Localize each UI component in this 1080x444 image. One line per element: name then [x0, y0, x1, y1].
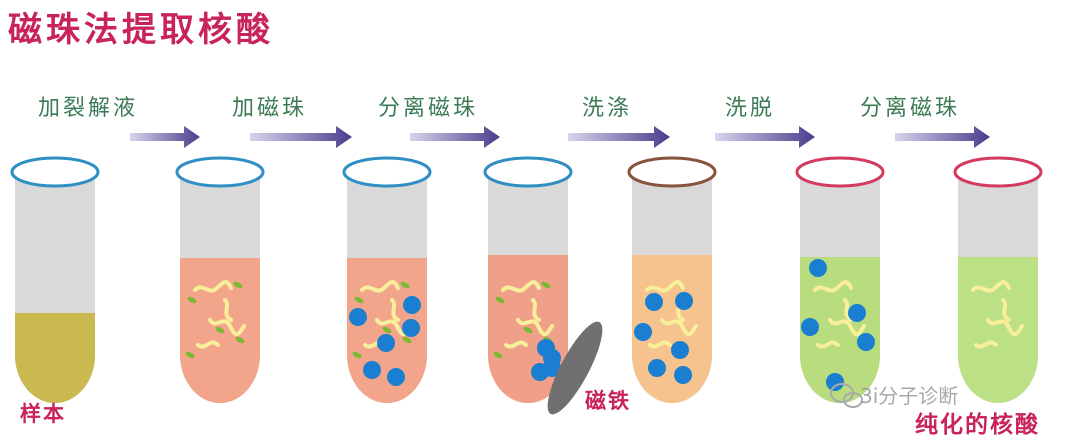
nucleic-acid-strand — [501, 280, 541, 293]
magnetic-bead — [363, 361, 381, 379]
cell-debris — [233, 281, 243, 289]
nucleic-acid-strand — [193, 280, 233, 293]
cell-debris — [400, 281, 410, 289]
nucleic-acid-strand — [843, 298, 853, 322]
magnet-icon — [547, 321, 603, 415]
nucleic-acid-strand — [986, 318, 1024, 337]
cell-debris — [354, 296, 364, 304]
arrow-icon — [568, 126, 670, 148]
step-label-add-beads: 加磁珠 — [232, 96, 308, 121]
cell-debris — [352, 351, 362, 359]
step-label-separate: 分离磁珠 — [378, 96, 479, 121]
magnetic-bead — [634, 323, 652, 341]
cell-debris — [493, 351, 503, 359]
magnetic-bead — [675, 292, 693, 310]
nucleic-acid-strand — [196, 340, 220, 349]
magnetic-bead — [674, 366, 692, 384]
label-magnet: 磁铁 — [585, 389, 631, 413]
arrow-icon — [895, 126, 990, 148]
arrow-icon — [130, 126, 200, 148]
nucleic-acid-strand — [360, 280, 400, 293]
magnetic-bead — [848, 304, 866, 322]
tube-rim — [483, 156, 573, 188]
magnetic-bead — [648, 359, 666, 377]
magnetic-bead — [387, 368, 405, 386]
watermark: 3i分子诊断 — [860, 384, 959, 408]
nucleic-acid-strand — [816, 340, 840, 349]
magnetic-bead — [349, 308, 367, 326]
magnetic-bead — [801, 318, 819, 336]
nucleic-acid-strand — [1001, 298, 1011, 322]
arrow-icon — [715, 126, 815, 148]
magnetic-bead — [671, 341, 689, 359]
nucleic-acid-strand — [504, 340, 528, 349]
magnetic-bead — [543, 359, 561, 377]
wechat-icon — [843, 392, 863, 408]
nucleic-acid-strand — [660, 318, 698, 337]
arrow-icon — [410, 126, 500, 148]
magnetic-bead — [826, 373, 844, 391]
magnetic-bead — [645, 293, 663, 311]
cell-debris — [382, 326, 392, 334]
tube-rim — [10, 156, 100, 188]
nucleic-acid-strand — [971, 280, 1011, 293]
nucleic-acid-strand — [531, 298, 541, 322]
tube-rim — [342, 156, 432, 188]
magnetic-bead — [402, 319, 420, 337]
cell-debris — [187, 296, 197, 304]
label-purified: 纯化的核酸 — [915, 412, 1040, 438]
nucleic-acid-strand — [974, 340, 998, 349]
cell-debris — [541, 281, 551, 289]
tube-rim — [795, 156, 885, 188]
nucleic-acid-strand — [828, 318, 866, 337]
cell-debris — [215, 326, 225, 334]
tube-liquid — [958, 257, 1038, 403]
step-label-elute: 洗脱 — [725, 96, 776, 121]
tube-rim — [953, 156, 1043, 188]
tube-rim — [627, 156, 717, 188]
cell-debris — [523, 326, 533, 334]
step-label-lysis: 加裂解液 — [38, 96, 139, 121]
cell-debris — [402, 336, 412, 344]
nucleic-acid-strand — [648, 340, 672, 349]
cell-debris — [235, 336, 245, 344]
nucleic-acid-strand — [223, 298, 233, 322]
nucleic-acid-strand — [645, 280, 685, 293]
magnetic-bead — [403, 296, 421, 314]
cell-debris — [495, 296, 505, 304]
nucleic-acid-strand — [208, 318, 246, 337]
cell-debris — [185, 351, 195, 359]
diagram-title: 磁珠法提取核酸 — [8, 10, 274, 50]
arrow-icon — [250, 126, 352, 148]
tube-liquid — [15, 313, 95, 403]
step-label-wash: 洗涤 — [582, 96, 633, 121]
step-label-separate-2: 分离磁珠 — [860, 96, 961, 121]
tube-rim — [175, 156, 265, 188]
magnetic-bead — [377, 334, 395, 352]
magnetic-bead — [809, 259, 827, 277]
label-sample: 样本 — [20, 402, 66, 426]
magnetic-bead — [857, 333, 875, 351]
nucleic-acid-strand — [813, 280, 853, 293]
nucleic-acid-strand — [516, 318, 554, 337]
nucleic-acid-strand — [390, 298, 400, 322]
